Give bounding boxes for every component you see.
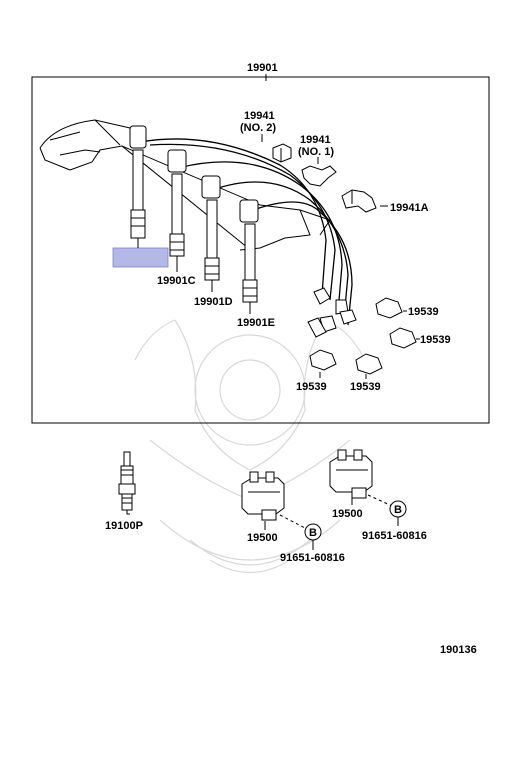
label-bolt-right: 91651-60816 [362,530,427,542]
label-clamp-no1-note: (NO. 1) [298,146,334,158]
bolt-left-ref-letter: B [309,527,317,539]
wire-bundle [139,138,353,326]
label-clamp-no2: 19941 [244,110,275,122]
label-cord-c: 19901C [157,275,196,287]
label-cord-set: 19901 [247,62,278,74]
label-cord-e: 19901E [237,317,275,329]
label-coil-left: 19500 [247,532,278,544]
clip-right-upper-part [375,297,403,319]
plug-boot-4 [239,199,259,303]
plug-boot-1 [129,125,147,239]
spark-plug-part [118,451,136,515]
label-clip-right-upper: 19539 [408,306,439,318]
label-spark-plug: 19100P [105,520,143,532]
label-clamp-a: 19941A [390,202,429,214]
bolt-left-dashed-leader [279,514,308,530]
label-cord-d: 19901D [194,296,233,308]
clamp-no1-part [301,165,337,187]
clamp-no2-part [272,143,292,163]
label-clip-bottom-right: 19539 [350,381,381,393]
figure-code: 190136 [440,644,477,656]
highlight-box[interactable] [112,247,169,268]
clip-right-mid-part [389,327,417,349]
label-clamp-no1: 19941 [300,134,331,146]
plug-boot-3 [201,175,221,281]
label-clip-right-mid: 19539 [420,334,451,346]
label-bolt-left: 91651-60816 [280,552,345,564]
assembly-frame [31,76,490,424]
label-clip-bottom-left: 19539 [296,381,327,393]
clip-bottom-left-part [309,349,337,371]
clamp-a-part [341,189,377,213]
bolt-right-ref-letter: B [394,504,402,516]
label-clamp-no2-note: (NO. 2) [240,122,276,134]
bolt-right-dashed-leader [367,494,393,507]
plug-boot-2 [167,149,187,257]
label-coil-right: 19500 [332,508,363,520]
clip-bottom-right-part [355,353,383,375]
wire-terminals [307,287,357,338]
ignition-coil-left-part [241,471,285,521]
ignition-coil-right-part [329,449,373,499]
